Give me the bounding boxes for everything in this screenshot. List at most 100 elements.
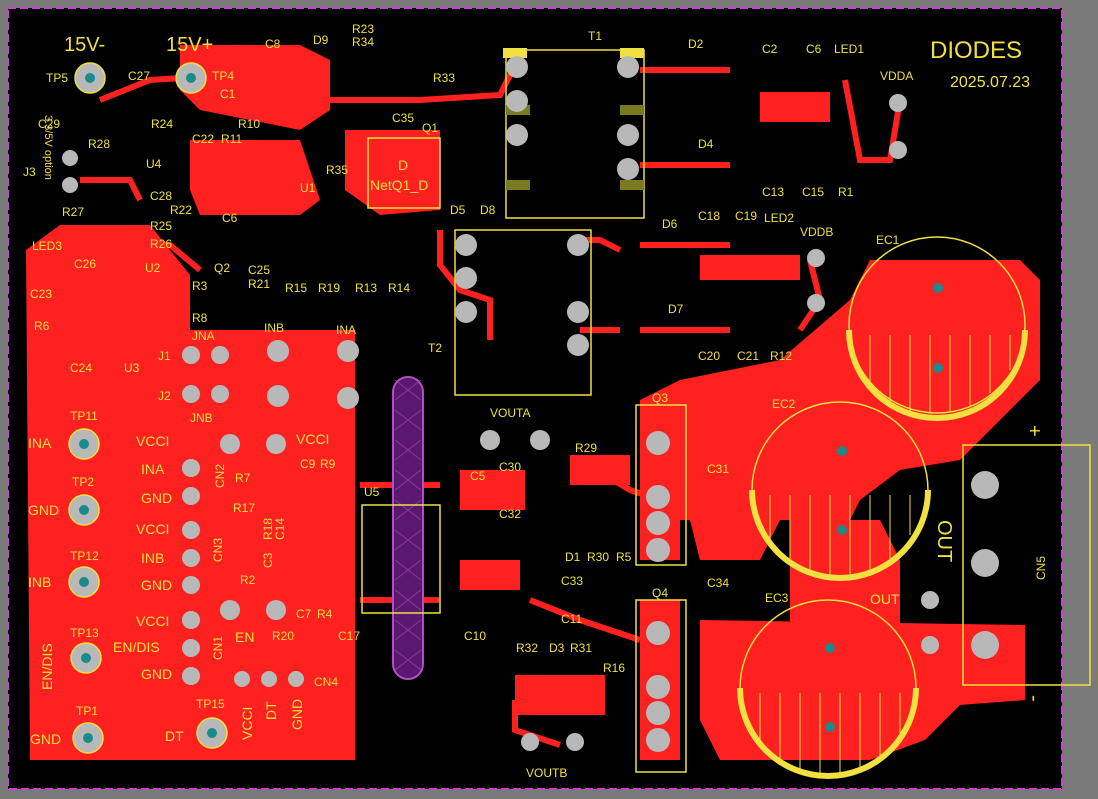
designator: C15 <box>802 185 824 199</box>
designator: C22 <box>192 132 214 146</box>
designator: C30 <box>499 460 521 474</box>
net-label: GND <box>141 490 172 506</box>
designator: R14 <box>388 281 410 295</box>
designator: VDDB <box>800 225 833 239</box>
designator: C18 <box>698 209 720 223</box>
designator: CN2 <box>213 464 227 488</box>
designator: C34 <box>707 576 729 590</box>
net-label: DT <box>165 728 184 744</box>
designator: D4 <box>698 137 714 151</box>
designator: D3 <box>549 641 565 655</box>
q1-drain-pad <box>370 140 438 205</box>
net-label: OUT <box>933 520 955 562</box>
designator: U1 <box>300 181 316 195</box>
right-power-pour <box>640 260 1040 560</box>
designator: D1 <box>565 550 581 564</box>
net-label: INB <box>141 550 164 566</box>
net-label: EN/DIS <box>113 639 160 655</box>
net-label: DT <box>263 701 279 720</box>
designator: T2 <box>428 341 442 355</box>
designator: VDDA <box>880 69 913 83</box>
designator: U3 <box>124 361 140 375</box>
designator: D6 <box>662 217 678 231</box>
designator: JNB <box>190 411 213 425</box>
label-j3: J3 <box>23 165 36 179</box>
th-pads <box>62 56 999 754</box>
designator: R25 <box>150 219 172 233</box>
net-label: GND <box>141 577 172 593</box>
top-left-pour <box>180 45 330 130</box>
net-label: GND <box>30 731 61 747</box>
designator: R3 <box>192 279 208 293</box>
designator: OUT <box>870 591 900 607</box>
designator: C31 <box>707 462 729 476</box>
designator: R28 <box>88 137 110 151</box>
designator: TP5 <box>46 71 68 85</box>
designator: R13 <box>355 281 377 295</box>
u1-pour <box>190 140 320 215</box>
designator: C7 <box>296 607 312 621</box>
designator: D <box>398 157 408 173</box>
designator: C33 <box>561 574 583 588</box>
designator: R34 <box>352 35 374 49</box>
net-label: + <box>1023 425 1045 437</box>
designator: R35 <box>326 163 348 177</box>
designator: TP1 <box>76 704 98 718</box>
net-label: VCCI <box>239 707 255 740</box>
designator: C32 <box>499 507 521 521</box>
net-label: GND <box>141 666 172 682</box>
ec-capacitors <box>737 236 1028 779</box>
designator: CN5 <box>1034 556 1048 580</box>
net-label: INB <box>28 574 51 590</box>
label-15v-plus: 15V+ <box>166 34 213 56</box>
designator: CN3 <box>211 538 225 562</box>
designator: LED3 <box>32 239 62 253</box>
designator: R1 <box>838 185 854 199</box>
designator: NetQ1_D <box>370 177 428 193</box>
q1-outline <box>367 137 441 209</box>
designator: C13 <box>762 185 784 199</box>
date-mark: 2025.07.23 <box>950 74 1030 91</box>
designator: R24 <box>151 117 173 131</box>
designator: Q2 <box>214 261 230 275</box>
net-label: GND <box>28 502 59 518</box>
designator: EC3 <box>765 591 789 605</box>
net-label: INA <box>28 435 52 451</box>
designator: C10 <box>464 629 486 643</box>
designator: R21 <box>248 277 270 291</box>
designator: R22 <box>170 203 192 217</box>
designator: CN1 <box>211 636 225 660</box>
designator: R10 <box>238 117 260 131</box>
designator: R31 <box>570 641 592 655</box>
designator: R7 <box>235 471 251 485</box>
designator: R9 <box>320 457 336 471</box>
designator: C35 <box>392 111 414 125</box>
designator: TP4 <box>212 69 234 83</box>
designator: C6 <box>222 211 238 225</box>
designator: R27 <box>62 205 84 219</box>
designator: R16 <box>603 661 625 675</box>
designator: R33 <box>433 71 455 85</box>
designator: INB <box>264 321 284 335</box>
designator: C17 <box>338 629 360 643</box>
designator: C25 <box>248 263 270 277</box>
designator: C6 <box>806 42 822 56</box>
designator: TP11 <box>70 409 98 423</box>
net-label: GND <box>289 699 305 730</box>
designator: R32 <box>516 641 538 655</box>
u5-outline <box>361 504 441 614</box>
designator: J2 <box>158 389 171 403</box>
net-label: EN/DIS <box>39 643 55 690</box>
designator: C24 <box>70 361 92 375</box>
designator: D8 <box>480 203 496 217</box>
designator: C9 <box>300 457 316 471</box>
designator: Q4 <box>652 586 668 600</box>
label-15v-minus: 15V- <box>64 34 105 56</box>
t2-outline <box>454 229 592 396</box>
net-label: VCCI <box>136 433 169 449</box>
designator: U2 <box>145 261 161 275</box>
net-label: VCCI <box>296 431 329 447</box>
designator: R5 <box>616 550 632 564</box>
designator: R11 <box>221 132 242 146</box>
designator: D2 <box>688 37 704 51</box>
